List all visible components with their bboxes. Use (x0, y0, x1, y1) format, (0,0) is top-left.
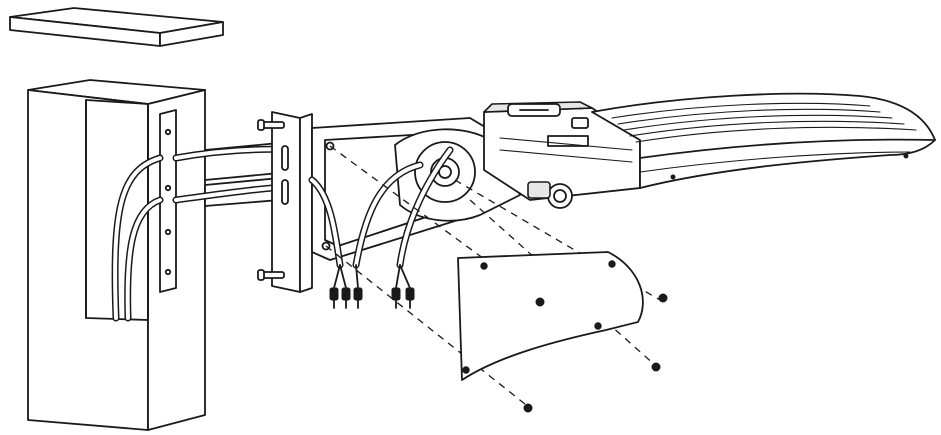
screw-icon (523, 293, 668, 413)
pole-cap-icon (9, 7, 224, 47)
connector-3 (391, 264, 415, 309)
wire-connector-icon (329, 264, 415, 309)
bolt-bottom (257, 269, 285, 281)
connector-1 (329, 264, 351, 309)
bolt-top (257, 119, 285, 131)
cover-plate-icon (457, 251, 644, 381)
connector-2 (353, 264, 363, 309)
mounting-plate-icon (257, 111, 313, 293)
pole-icon (27, 79, 206, 431)
luminaire-icon (394, 92, 936, 222)
